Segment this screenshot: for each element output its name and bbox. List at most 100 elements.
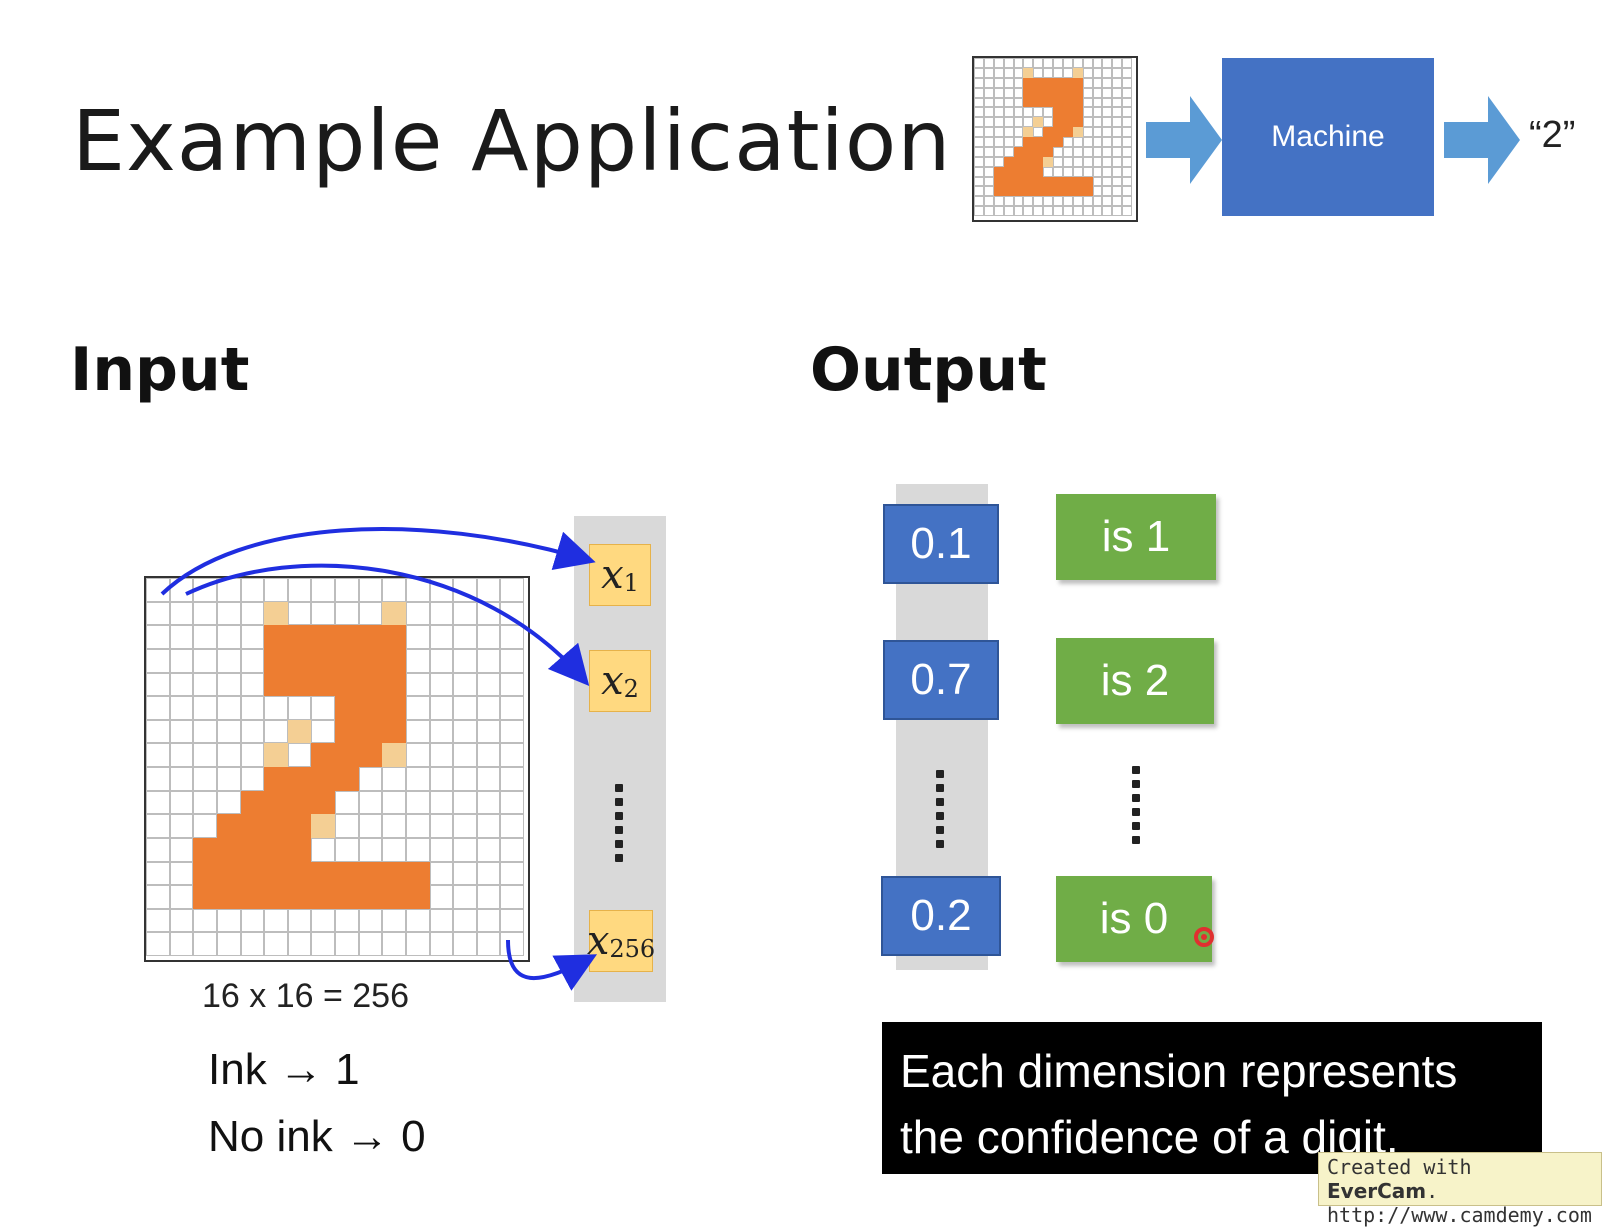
pixel-cell xyxy=(240,837,265,862)
pixel-cell xyxy=(1092,137,1103,147)
rule-no-ink: No ink → 0 xyxy=(208,1112,426,1161)
pixel-cell xyxy=(240,885,265,909)
pixel-cell xyxy=(382,908,406,933)
pixel-cell xyxy=(1053,127,1063,137)
pixel-cell xyxy=(1023,196,1034,207)
pixel-cell xyxy=(264,672,288,697)
pixel-cell xyxy=(358,578,383,602)
pixel-cell xyxy=(500,814,524,838)
pixel-cell xyxy=(1033,58,1044,68)
pixel-cell xyxy=(1062,176,1073,187)
pixel-cell xyxy=(193,696,217,720)
pixel-cell xyxy=(476,743,501,767)
pixel-cell xyxy=(453,837,477,862)
output-heading: Output xyxy=(810,335,1047,405)
pixel-cell xyxy=(476,625,501,649)
pixel-cell xyxy=(311,743,335,767)
pixel-cell xyxy=(358,743,383,767)
pixel-cell xyxy=(1122,196,1132,207)
pixel-cell xyxy=(193,672,217,697)
pixel-cell xyxy=(1082,186,1093,197)
pixel-cell xyxy=(500,908,524,933)
pixel-cell xyxy=(264,696,288,720)
pixel-cell xyxy=(1033,107,1044,118)
pixel-cell xyxy=(405,861,430,886)
pixel-cell xyxy=(1053,77,1063,88)
pixel-cell xyxy=(382,932,406,956)
pixel-cell xyxy=(1033,176,1044,187)
subtitle-caption: Each dimension represents the confidence… xyxy=(882,1022,1542,1174)
pixel-cell xyxy=(1102,117,1113,128)
pixel-cell xyxy=(193,790,217,815)
pixel-cell xyxy=(500,885,524,909)
pixel-cell xyxy=(974,97,984,108)
pixel-cell xyxy=(429,743,454,767)
pixel-cell xyxy=(1082,127,1093,137)
pixel-cell xyxy=(1043,58,1053,68)
pixel-cell xyxy=(1112,176,1123,187)
pixel-cell xyxy=(453,908,477,933)
pixel-cell xyxy=(382,696,406,720)
pixel-cell xyxy=(1082,97,1093,108)
pixel-cell xyxy=(974,137,984,147)
pixel-cell xyxy=(1092,146,1103,157)
pixel-cell xyxy=(264,837,288,862)
pixel-cell xyxy=(287,837,312,862)
pixel-cell xyxy=(146,908,170,933)
pixel-cell xyxy=(1092,176,1103,187)
pixel-cell xyxy=(429,932,454,956)
pixel-cell xyxy=(335,719,359,744)
pixel-cell xyxy=(1033,196,1044,207)
pixel-cell xyxy=(287,814,312,838)
pixel-cell xyxy=(1082,146,1093,157)
pixel-cell xyxy=(1112,77,1123,88)
pixel-cell xyxy=(405,790,430,815)
digit-image-thumbnail xyxy=(972,56,1138,222)
pixel-cell xyxy=(405,743,430,767)
pixel-cell xyxy=(169,932,194,956)
pixel-cell xyxy=(1062,77,1073,88)
pixel-cell xyxy=(1033,137,1044,147)
pixel-cell xyxy=(500,696,524,720)
input-ellipsis-icon xyxy=(615,784,625,868)
pixel-cell xyxy=(193,814,217,838)
pixel-cell xyxy=(382,861,406,886)
pixel-cell xyxy=(193,767,217,791)
pixel-cell xyxy=(358,790,383,815)
pixel-cell xyxy=(1033,186,1044,197)
pixel-cell xyxy=(264,885,288,909)
pixel-cell xyxy=(405,837,430,862)
watermark-suffix: . xyxy=(1426,1179,1439,1203)
pixel-cell xyxy=(1043,117,1053,128)
pixel-cell xyxy=(453,790,477,815)
pixel-cell xyxy=(1062,196,1073,207)
pixel-cell xyxy=(1082,137,1093,147)
pixel-cell xyxy=(453,648,477,673)
pixel-cell xyxy=(500,578,524,602)
pixel-cell xyxy=(1053,166,1063,177)
pixel-cell xyxy=(335,578,359,602)
pixel-cell xyxy=(1112,67,1123,78)
pixel-cell xyxy=(1062,87,1073,98)
pixel-cell xyxy=(146,625,170,649)
pixel-cell xyxy=(500,648,524,673)
pixel-cell xyxy=(1122,166,1132,177)
pixel-cell xyxy=(974,87,984,98)
pixel-cell xyxy=(1043,206,1053,216)
pixel-cell xyxy=(1053,196,1063,207)
pixel-cell xyxy=(240,696,265,720)
pixel-cell xyxy=(146,743,170,767)
pixel-cell xyxy=(429,814,454,838)
pixel-cell xyxy=(993,206,1004,216)
pixel-cell xyxy=(1013,176,1024,187)
pixel-cell xyxy=(1033,67,1044,78)
pixel-cell xyxy=(311,790,335,815)
pixel-cell xyxy=(311,885,335,909)
pixel-cell xyxy=(169,790,194,815)
pixel-cell xyxy=(264,648,288,673)
pixel-cell xyxy=(1023,87,1034,98)
pixel-cell xyxy=(983,77,994,88)
pixel-cell xyxy=(287,601,312,626)
